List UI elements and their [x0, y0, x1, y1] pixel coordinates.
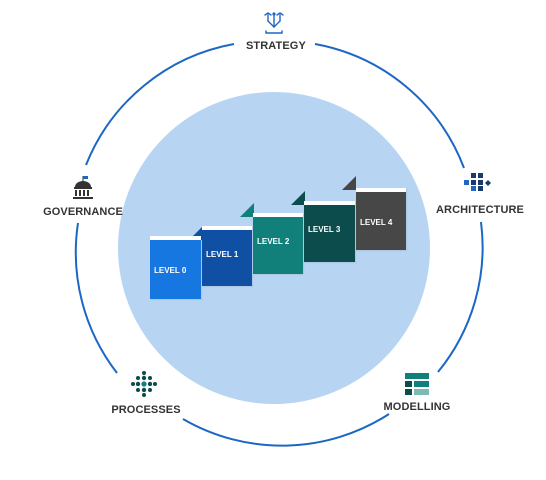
- step-level-2-label: LEVEL 2: [257, 237, 290, 246]
- governance-icon: [73, 176, 93, 199]
- ring-arc-governance-strategy: [85, 43, 235, 166]
- step-level-3: LEVEL 3: [304, 201, 355, 262]
- node-label-governance: GOVERNANCE: [43, 206, 123, 218]
- modelling-icon: [405, 373, 429, 395]
- step-level-1: LEVEL 1: [202, 226, 252, 286]
- step-tab-level-3: [291, 191, 305, 205]
- step-level-4: LEVEL 4: [356, 188, 406, 250]
- step-tab-level-2: [240, 203, 254, 217]
- step-level-2: LEVEL 2: [253, 213, 303, 274]
- step-level-0: LEVEL 0: [150, 236, 201, 299]
- step-level-4-label: LEVEL 4: [360, 218, 393, 227]
- strategy-icon: [264, 12, 284, 34]
- processes-icon: [131, 371, 157, 397]
- ring-arc-strategy-architecture: [314, 43, 465, 169]
- step-level-0-label: LEVEL 0: [154, 266, 187, 275]
- node-label-modelling: MODELLING: [383, 401, 451, 413]
- ring-arc-processes-governance: [74, 222, 118, 374]
- step-level-3-label: LEVEL 3: [308, 225, 341, 234]
- step-tab-level-4: [342, 176, 356, 190]
- node-label-architecture: ARCHITECTURE: [436, 204, 524, 216]
- node-label-strategy: STRATEGY: [246, 40, 306, 52]
- architecture-icon: [464, 173, 491, 191]
- node-label-processes: PROCESSES: [111, 404, 181, 416]
- step-level-1-label: LEVEL 1: [206, 250, 239, 259]
- ring-arc-architecture-modelling: [437, 221, 484, 373]
- ring-arc-modelling-processes: [182, 413, 390, 447]
